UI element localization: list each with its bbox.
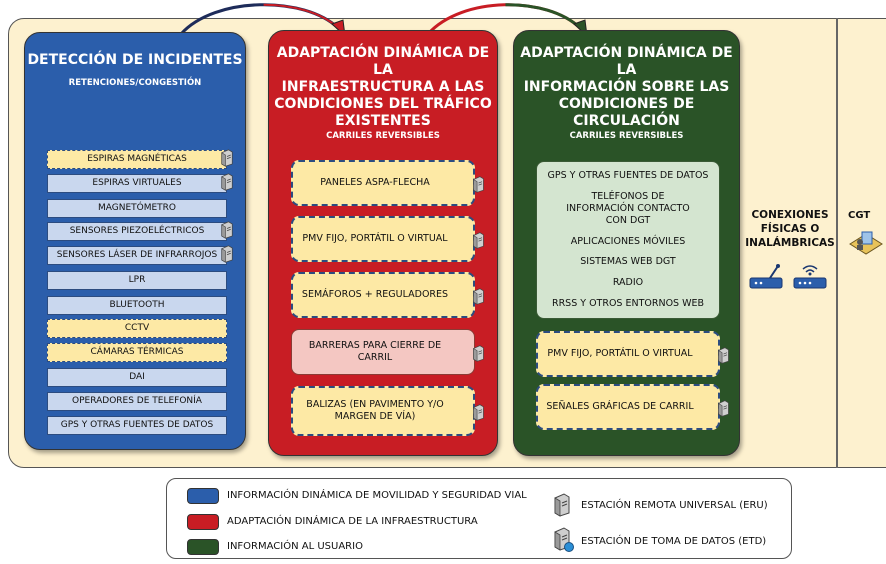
legend-label: INFORMACIÓN DINÁMICA DE MOVILIDAD Y SEGU… (227, 490, 527, 501)
title-line: INFORMACIÓN SOBRE LAS (523, 79, 730, 95)
panel-information-adaptation: ADAPTACIÓN DINÁMICA DE LA INFORMACIÓN SO… (513, 30, 740, 456)
title-line: CONDICIONES DE (558, 96, 695, 112)
detection-item: MAGNETÓMETRO (47, 199, 227, 218)
server-icon (221, 149, 233, 167)
box-senales-graficas: SEÑALES GRÁFICAS DE CARRIL (536, 384, 720, 430)
box-label: PMV FIJO, PORTÁTIL O VIRTUAL (547, 348, 693, 359)
detection-item: SENSORES PIEZOELÉCTRICOS (47, 222, 227, 241)
label-line: CONEXIONES (751, 209, 829, 221)
panel-incident-detection: DETECCIÓN DE INCIDENTES RETENCIONES/CONG… (24, 32, 246, 450)
wireless-router-icon (793, 265, 827, 289)
legend-label: ESTACIÓN REMOTA UNIVERSAL (ERU) (581, 500, 768, 511)
server-icon (473, 232, 484, 249)
info-channel: GPS Y OTRAS FUENTES DE DATOS (547, 170, 709, 182)
detection-item: CÁMARAS TÉRMICAS (47, 343, 227, 362)
panel-subtitle: CARRILES REVERSIBLES (569, 131, 684, 141)
title-line: INFRAESTRUCTURA A LAS (281, 79, 485, 95)
server-icon (221, 173, 233, 191)
box-pmv-info: PMV FIJO, PORTÁTIL O VIRTUAL (536, 331, 720, 377)
title-line: ADAPTACIÓN DINÁMICA DE LA (520, 45, 733, 78)
legend-swatch-blue (187, 488, 219, 504)
title-line: CONDICIONES DEL TRÁFICO (274, 96, 492, 112)
panel-title: ADAPTACIÓN DINÁMICA DE LA INFORMACIÓN SO… (514, 45, 739, 130)
legend-swatch-green (187, 539, 219, 555)
info-channel: APLICACIONES MÓVILES (570, 235, 686, 247)
panel-title: DETECCIÓN DE INCIDENTES (27, 52, 243, 68)
info-channels-list: GPS Y OTRAS FUENTES DE DATOS TELÉFONOS D… (536, 161, 720, 319)
box-label: PANELES ASPA-FLECHA (320, 177, 430, 188)
info-channel: RRSS Y OTROS ENTORNOS WEB (551, 297, 705, 309)
server-icon (221, 245, 233, 263)
cgt-divider (836, 18, 838, 468)
detection-item: GPS Y OTRAS FUENTES DE DATOS (47, 416, 227, 435)
box-label: SEÑALES GRÁFICAS DE CARRIL (546, 401, 694, 412)
info-channel: RADIO (612, 276, 644, 288)
server-icon (473, 176, 484, 193)
wired-router-icon (749, 264, 783, 289)
label-line: INALÁMBRICAS (745, 237, 835, 249)
box-balizas: BALIZAS (EN PAVIMENTO Y/O MARGEN DE VÍA) (291, 386, 475, 436)
legend: INFORMACIÓN DINÁMICA DE MOVILIDAD Y SEGU… (166, 478, 792, 559)
panel-subtitle: RETENCIONES/CONGESTIÓN (68, 78, 202, 88)
server-icon (718, 347, 729, 364)
title-line: ADAPTACIÓN DINÁMICA DE LA (276, 45, 490, 78)
legend-swatch-red (187, 514, 219, 530)
detection-item: OPERADORES DE TELEFONÍA (47, 392, 227, 411)
box-label: PMV FIJO, PORTÁTIL O VIRTUAL (302, 233, 448, 244)
control-center-icon (849, 231, 883, 255)
server-icon (473, 345, 484, 362)
data-station-icon (554, 527, 574, 552)
server-icon (473, 288, 484, 305)
legend-label: INFORMACIÓN AL USUARIO (227, 541, 363, 552)
title-line: EXISTENTES (335, 113, 431, 129)
server-icon (554, 493, 570, 517)
panel-title: ADAPTACIÓN DINÁMICA DE LA INFRAESTRUCTUR… (269, 45, 497, 130)
info-channel: TELÉFONOS DE INFORMACIÓN CONTACTO CON DG… (566, 190, 690, 226)
detection-item: BLUETOOTH (47, 296, 227, 315)
legend-label: ADAPTACIÓN DINÁMICA DE LA INFRAESTRUCTUR… (227, 516, 478, 527)
detection-item: ESPIRAS MAGNÉTICAS (47, 150, 227, 169)
box-label: BARRERAS PARA CIERRE DE CARRIL (308, 340, 442, 363)
box-panels-aspa-flecha: PANELES ASPA-FLECHA (291, 160, 475, 206)
info-channel: SISTEMAS WEB DGT (580, 256, 676, 268)
label-line: FÍSICAS O (760, 223, 820, 235)
legend-label: ESTACIÓN DE TOMA DE DATOS (ETD) (581, 536, 767, 547)
detection-item: CCTV (47, 319, 227, 338)
detection-item: ESPIRAS VIRTUALES (47, 174, 227, 193)
detection-item: DAI (47, 368, 227, 387)
cgt-label: CGT (848, 210, 871, 221)
title-line: CIRCULACIÓN (573, 113, 680, 129)
panel-subtitle: CARRILES REVERSIBLES (326, 131, 440, 141)
server-icon (221, 221, 233, 239)
detection-item: SENSORES LÁSER DE INFRARROJOS (47, 246, 227, 265)
detection-item: LPR (47, 271, 227, 290)
box-label: SEMÁFOROS + REGULADORES (301, 289, 449, 300)
box-barreras: BARRERAS PARA CIERRE DE CARRIL (291, 329, 475, 375)
connections-label: CONEXIONES FÍSICAS O INALÁMBRICAS (744, 208, 836, 250)
box-semaforos: SEMÁFOROS + REGULADORES (291, 272, 475, 318)
server-icon (473, 404, 484, 421)
server-icon (718, 400, 729, 417)
box-label: BALIZAS (EN PAVIMENTO Y/O MARGEN DE VÍA) (306, 399, 444, 422)
box-pmv-infra: PMV FIJO, PORTÁTIL O VIRTUAL (291, 216, 475, 262)
panel-infrastructure-adaptation: ADAPTACIÓN DINÁMICA DE LA INFRAESTRUCTUR… (268, 30, 498, 456)
